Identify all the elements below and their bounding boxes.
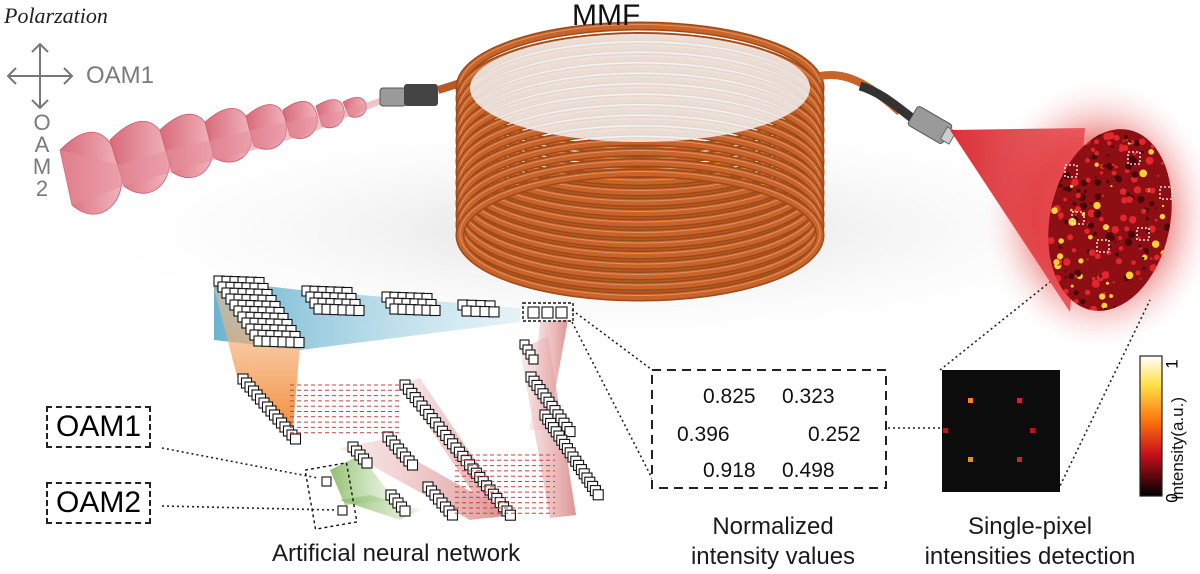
oam1-box: OAM1 [46, 406, 152, 448]
intensity-value: 0.252 [808, 423, 861, 446]
colorbar-max: 1 [1162, 359, 1182, 369]
colorbar-icon [1139, 355, 1163, 497]
mmf-label: MMF [572, 0, 641, 32]
intensity-value: 0.323 [782, 385, 835, 408]
detector-pixel [968, 398, 973, 403]
normalized-caption: Normalized intensity values [690, 513, 856, 570]
neuron-node [564, 426, 576, 438]
neuron-node [527, 306, 540, 319]
detector-pixel [968, 457, 973, 462]
detector-image-icon [942, 370, 1060, 492]
neuron-node [555, 306, 568, 319]
neuron-node [337, 505, 348, 516]
oam2-box: OAM2 [46, 482, 152, 524]
intensity-value: 0.918 [703, 459, 756, 482]
colorbar-min: 0 [1162, 493, 1182, 503]
output-node-group [522, 302, 574, 322]
neuron-node [293, 336, 305, 349]
polarization-label: Polarzation [4, 3, 108, 28]
neuron-node [361, 457, 373, 469]
layer-connection [340, 440, 512, 520]
neuron-node [541, 306, 554, 319]
neuron-node [528, 354, 539, 365]
neuron-node [321, 476, 332, 487]
neuron-node [399, 505, 411, 517]
neuron-node [592, 489, 604, 501]
detector-pixel [1017, 398, 1022, 403]
intensity-value: 0.825 [703, 385, 756, 408]
twisted-beam [59, 97, 382, 215]
cross-arrows-icon [6, 42, 74, 110]
colorbar-label: Intensity(a.u.) [1168, 397, 1187, 500]
detector-pixel [1017, 457, 1022, 462]
intensity-value: 0.396 [677, 423, 730, 446]
light-cone [950, 128, 1085, 312]
normalized-values-box [651, 369, 887, 489]
oam2-axis-label: OAM2 [32, 110, 52, 201]
ann-caption: Artificial neural network [272, 540, 521, 567]
neuron-node [429, 304, 441, 317]
neuron-node [406, 459, 419, 471]
single-pixel-caption: Single-pixel intensities detection [924, 513, 1136, 570]
intensity-value: 0.498 [782, 459, 835, 482]
input-node-group [304, 461, 358, 531]
layer-connection [214, 288, 300, 440]
neuron-node [488, 306, 500, 318]
speckle-disk-icon [1037, 118, 1183, 323]
detector-pixel [943, 428, 948, 433]
neuron-node [353, 304, 365, 317]
neural-network-icon [213, 275, 604, 531]
neuron-node [289, 433, 302, 445]
layer-connection [330, 455, 395, 505]
layer-connection [530, 320, 568, 430]
oam1-axis-label: OAM1 [86, 62, 155, 89]
detector-pixel [1030, 428, 1035, 433]
fiber-coil-icon [455, 21, 825, 302]
neuron-node [504, 509, 516, 521]
neuron-node [446, 509, 459, 521]
